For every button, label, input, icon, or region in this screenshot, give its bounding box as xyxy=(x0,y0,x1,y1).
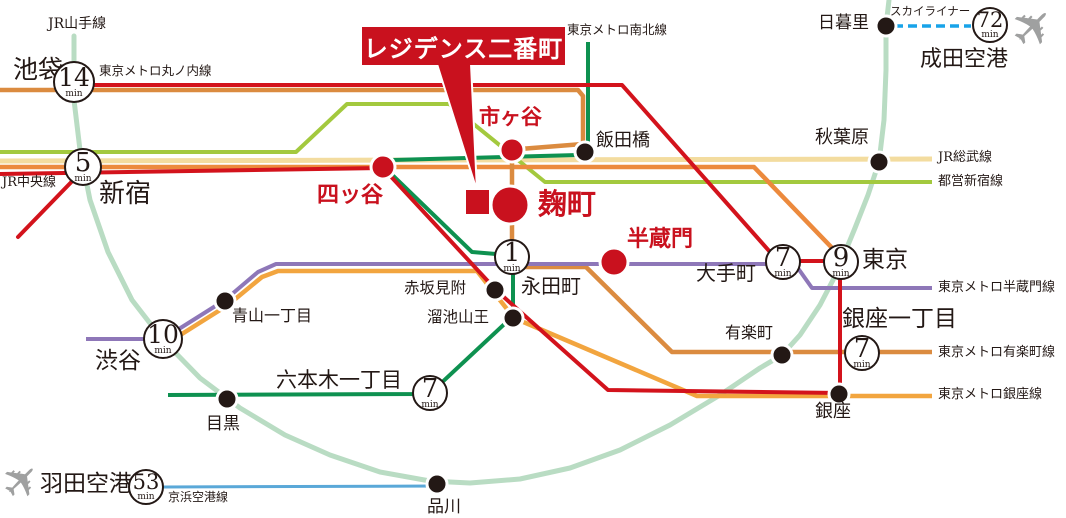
station-label-iidabashi: 飯田橋 xyxy=(596,130,650,151)
station-label-akasaka-mitsuke: 赤坂見附 xyxy=(404,279,467,297)
yurakucho-line-label: 東京メトロ有楽町線 xyxy=(938,345,1056,360)
station-dot-shinagawa xyxy=(425,472,449,496)
station-dot-akihabara xyxy=(867,150,891,174)
toei-shinjuku-line-path xyxy=(0,102,932,184)
namboku-line-label: 東京メトロ南北線 xyxy=(567,22,668,37)
toei-shinjuku-line-label: 都営新宿線 xyxy=(938,174,1004,189)
station-dot-aoyama-itchome xyxy=(213,289,237,313)
station-label-meguro: 目黒 xyxy=(206,414,240,434)
station-dot-ichigaya xyxy=(498,136,526,164)
station-dot-ginza xyxy=(827,382,851,406)
yamanote-line-label: JR山手線 xyxy=(48,16,107,32)
skyliner-line-label: スカイライナー xyxy=(890,4,971,18)
station-label-nagatacho: 永田町 xyxy=(521,274,581,298)
station-dot-tameike-sanno xyxy=(501,306,525,330)
station-dot-yotsuya xyxy=(369,153,397,181)
keikyu-line-path xyxy=(162,484,438,489)
station-dot-hanzomon xyxy=(598,246,630,278)
ginza-line-label: 東京メトロ銀座線 xyxy=(938,387,1043,402)
station-dot-meguro xyxy=(215,387,239,411)
station-dot-iidabashi xyxy=(573,140,597,164)
station-label-ginza-itchome: 銀座一丁目 xyxy=(842,306,957,332)
chuo-line-path xyxy=(0,164,839,255)
station-dot-yurakucho xyxy=(770,343,794,367)
station-label-kojimachi: 麹町 xyxy=(538,187,597,221)
property-callout-label: レジデンス二番町 xyxy=(363,33,564,63)
marunouchi-line-label: 東京メトロ丸ノ内線 xyxy=(99,63,212,78)
callout-pointer xyxy=(435,63,478,192)
station-label-akihabara: 秋葉原 xyxy=(815,127,869,148)
station-label-aoyama-itchome: 青山一丁目 xyxy=(232,306,313,325)
property-callout: レジデンス二番町 xyxy=(362,27,565,65)
station-label-otemachi: 大手町 xyxy=(696,261,756,285)
yamanote-line-path xyxy=(71,0,892,486)
sobu-line-label: JR総武線 xyxy=(938,150,992,165)
property-marker xyxy=(466,190,489,214)
station-dot-nippori xyxy=(874,14,898,38)
station-label-ginza: 銀座 xyxy=(815,401,851,422)
station-label-hanzomon: 半蔵門 xyxy=(627,226,694,252)
station-dot-kojimachi xyxy=(489,184,531,226)
station-label-shinjuku: 新宿 xyxy=(99,179,152,209)
station-label-tokyo: 東京 xyxy=(862,247,908,273)
station-label-nippori: 日暮里 xyxy=(818,13,869,33)
marunouchi-line-path xyxy=(0,83,842,395)
keikyu-line-label: 京浜空港線 xyxy=(168,490,229,504)
station-label-narita: 成田空港 xyxy=(920,47,1009,72)
station-label-yotsuya: 四ッ谷 xyxy=(317,182,384,208)
station-label-ichigaya: 市ヶ谷 xyxy=(479,104,542,129)
station-label-tameike-sanno: 溜池山王 xyxy=(427,308,490,326)
chuo-line-label: JR中央線 xyxy=(2,175,56,190)
hanzomon-line-label: 東京メトロ半蔵門線 xyxy=(938,280,1056,295)
station-label-shinagawa: 品川 xyxy=(427,497,461,517)
station-dot-akasaka-mitsuke xyxy=(483,278,507,302)
station-label-roppongi-itchome: 六本木一丁目 xyxy=(276,368,402,392)
station-label-yurakucho: 有楽町 xyxy=(725,323,774,342)
station-label-shibuya: 渋谷 xyxy=(95,348,141,374)
station-label-haneda: 羽田空港 xyxy=(40,471,132,497)
